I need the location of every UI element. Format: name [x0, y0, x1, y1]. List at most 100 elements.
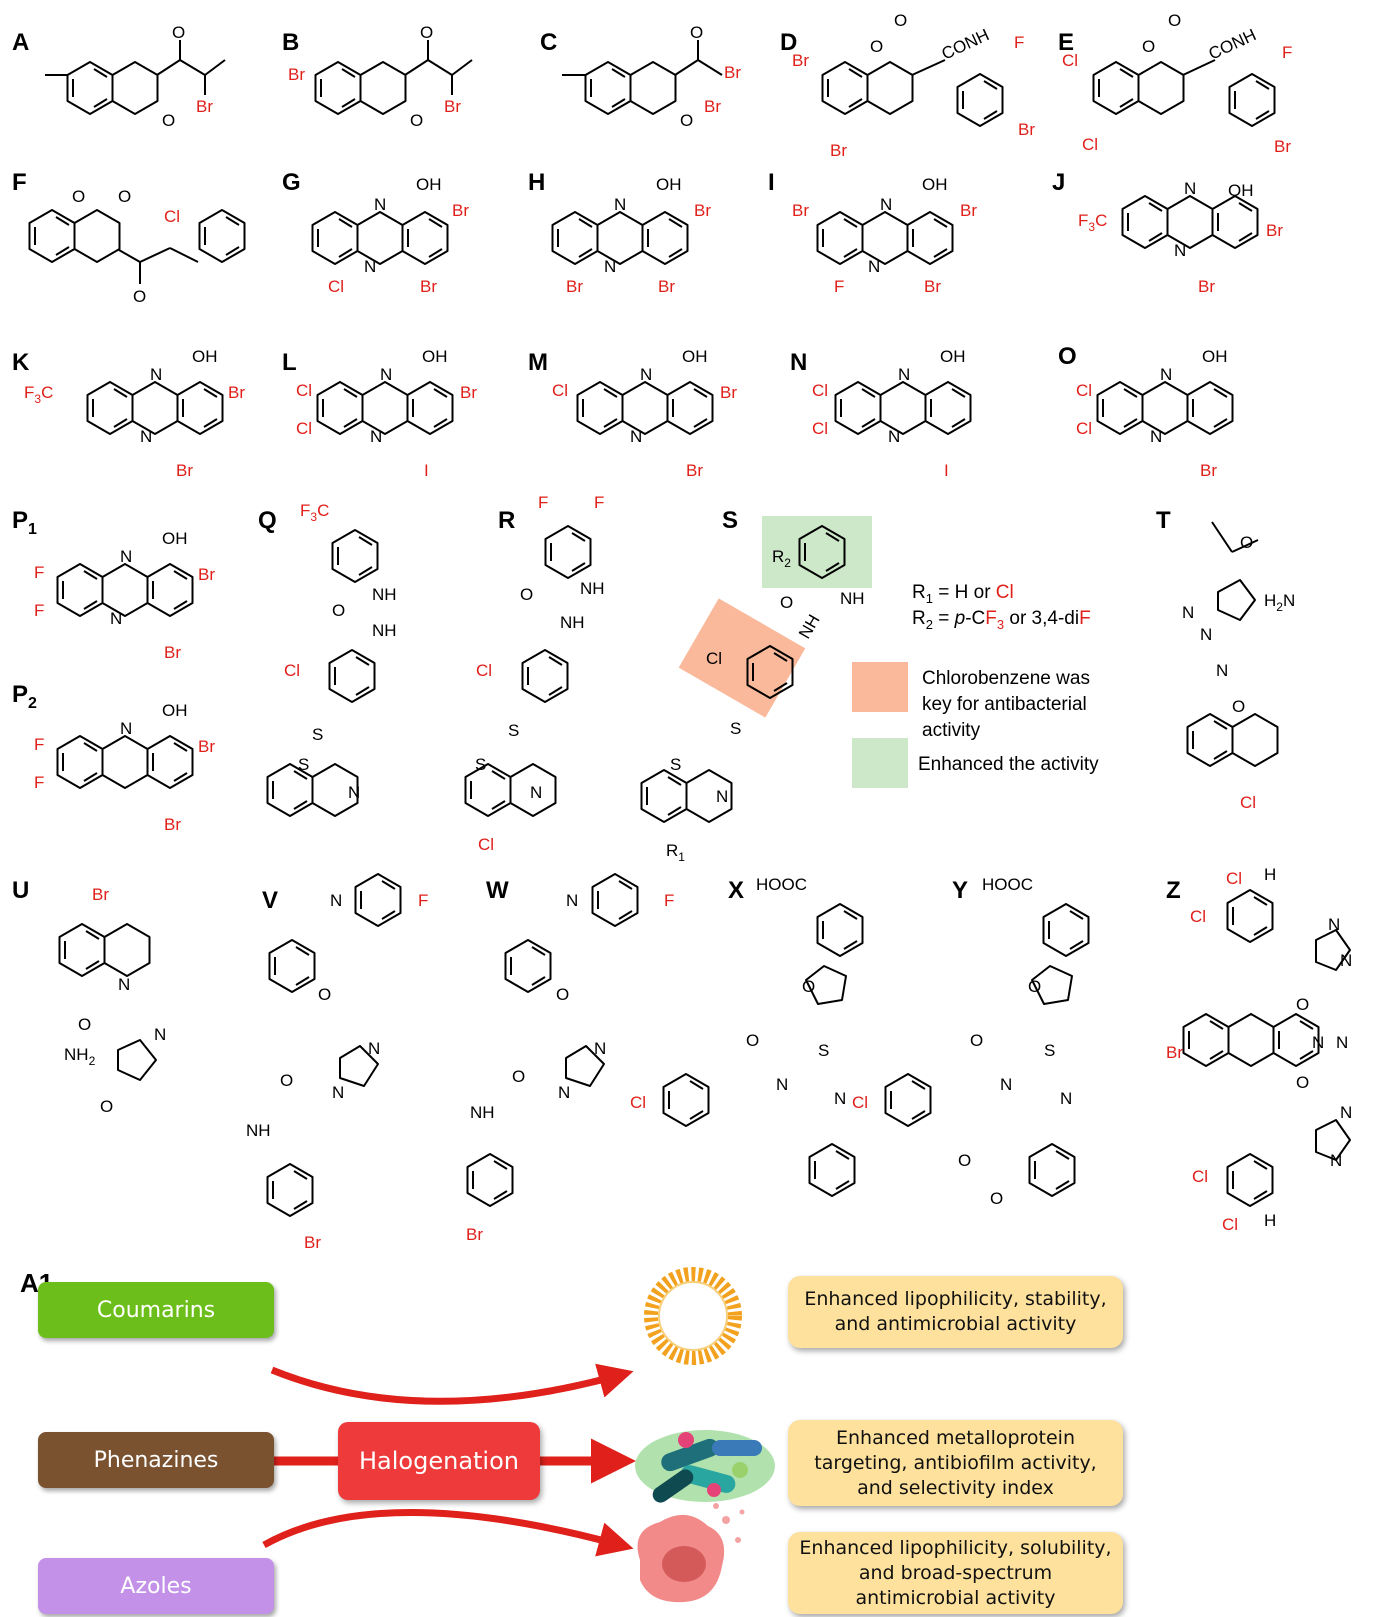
- structure-u: U Br N O N NH2 O: [12, 877, 166, 1116]
- atom-n: N: [594, 1039, 606, 1058]
- atom-hooc: HOOC: [756, 875, 807, 894]
- atom-n: N: [888, 427, 900, 446]
- atom-n: N: [374, 195, 386, 214]
- atom-oh: OH: [422, 347, 448, 366]
- atom-o: O: [1296, 1073, 1309, 1092]
- atom-cl: Cl: [328, 277, 344, 296]
- atom-br: Br: [164, 643, 181, 662]
- atom-nh: NH: [580, 579, 605, 598]
- panel-label: W: [486, 877, 509, 904]
- category-label: Azoles: [120, 1573, 192, 1599]
- atom-n: N: [154, 1025, 166, 1044]
- atom-cl: Cl: [284, 661, 300, 680]
- structure-t: T O N N H2N N O Cl: [1156, 507, 1295, 812]
- atom-f: F: [834, 277, 844, 296]
- atom-br: Br: [1166, 1043, 1183, 1062]
- atom-nh: NH: [795, 611, 824, 642]
- atom-o: O: [1232, 697, 1245, 716]
- atom-cl: Cl: [476, 661, 492, 680]
- structures-canvas: A O O Br B Br O O Br C O O Br Br D O O: [12, 11, 1352, 1250]
- atom-o: O: [100, 1097, 113, 1116]
- structure-s: S R2 NH O NH Cl S S N R1 R1 = H or Cl R2…: [642, 507, 1099, 864]
- atom-cl: Cl: [296, 419, 312, 438]
- atom-o: O: [420, 23, 433, 42]
- atom-br: Br: [686, 461, 703, 480]
- atom-n: N: [370, 427, 382, 446]
- atom-f3c: F3C: [1078, 211, 1107, 234]
- atom-o: O: [1168, 11, 1181, 30]
- atom-cl: Cl: [1190, 907, 1206, 926]
- atom-o: O: [1028, 977, 1041, 996]
- structure-x: X HOOC O O S N N Cl: [630, 875, 864, 1197]
- atom-h: H: [1264, 1211, 1276, 1230]
- atom-o: O: [162, 111, 175, 130]
- structure-b: B Br O O Br: [282, 23, 473, 130]
- atom-oh: OH: [922, 175, 948, 194]
- atom-o: O: [970, 1031, 983, 1050]
- panel-label: V: [262, 887, 278, 914]
- atom-o: O: [332, 601, 345, 620]
- atom-n: N: [1184, 179, 1196, 198]
- atom-n: N: [140, 427, 152, 446]
- halogenation-label: Halogenation: [359, 1447, 519, 1475]
- atom-o: O: [870, 37, 883, 56]
- panel-label: A: [12, 29, 29, 56]
- atom-cl: Cl: [630, 1093, 646, 1112]
- r2-definition: R2 = p-CF3 or 3,4-diF: [912, 608, 1091, 632]
- structure-j: J N N OH Br Br F3C: [1052, 169, 1283, 296]
- atom-o: O: [78, 1015, 91, 1034]
- atom-cl: Cl: [1076, 419, 1092, 438]
- atom-f: F: [1282, 43, 1292, 62]
- atom-s: S: [298, 755, 309, 774]
- panel-label: Q: [258, 507, 277, 534]
- atom-n: N: [1060, 1089, 1072, 1108]
- atom-o: O: [746, 1031, 759, 1050]
- atom-o: O: [990, 1189, 1003, 1208]
- atom-f: F: [418, 891, 428, 910]
- atom-n: N: [1312, 1033, 1324, 1052]
- atom-n: N: [1174, 241, 1186, 260]
- atom-cl: Cl: [852, 1093, 868, 1112]
- atom-i: I: [944, 461, 949, 480]
- atom-o: O: [1240, 533, 1253, 552]
- atom-br: Br: [792, 201, 809, 220]
- category-label: Phenazines: [93, 1447, 219, 1473]
- panel-label: I: [768, 169, 775, 196]
- halogenation-box: Halogenation: [338, 1422, 540, 1500]
- atom-br: Br: [466, 1225, 483, 1244]
- atom-r2: R2: [772, 547, 791, 570]
- structure-a: A O O Br: [12, 23, 226, 130]
- structure-y: Y HOOC O O S N N Cl O O: [852, 875, 1090, 1208]
- structure-h: H N N OH Br Br Br: [528, 169, 711, 296]
- effect-text: Enhanced metalloprotein targeting, antib…: [814, 1426, 1097, 1499]
- structure-o: O N N OH Br Cl Cl: [1058, 343, 1233, 480]
- atom-nh: NH: [246, 1121, 271, 1140]
- panel-label: P2: [12, 681, 37, 712]
- atom-s: S: [508, 721, 519, 740]
- atom-i: I: [424, 461, 429, 480]
- panel-label: J: [1052, 169, 1065, 196]
- atom-br: Br: [288, 65, 305, 84]
- atom-s: S: [670, 755, 681, 774]
- effect-text: Enhanced lipophilicity, solubility, and …: [799, 1536, 1112, 1609]
- atom-o: O: [690, 23, 703, 42]
- effect-azoles: Enhanced lipophilicity, solubility, and …: [788, 1532, 1123, 1614]
- r1-definition: R1 = H or Cl: [912, 582, 1014, 606]
- panel-label: R: [498, 507, 515, 534]
- atom-f3c: F3C: [24, 383, 53, 406]
- atom-o: O: [780, 593, 793, 612]
- atom-h2n: H2N: [1264, 591, 1295, 614]
- atom-n: N: [380, 365, 392, 384]
- atom-n: N: [1336, 1033, 1348, 1052]
- atom-br: Br: [694, 201, 711, 220]
- atom-cl: Cl: [812, 381, 828, 400]
- atom-n: N: [110, 609, 122, 628]
- atom-s: S: [475, 755, 486, 774]
- atom-h: H: [1264, 865, 1276, 884]
- atom-cl: Cl: [1226, 869, 1242, 888]
- atom-n: N: [364, 257, 376, 276]
- atom-n: N: [566, 891, 578, 910]
- atom-nh: NH: [840, 589, 865, 608]
- atom-oh: OH: [940, 347, 966, 366]
- atom-br: Br: [228, 383, 245, 402]
